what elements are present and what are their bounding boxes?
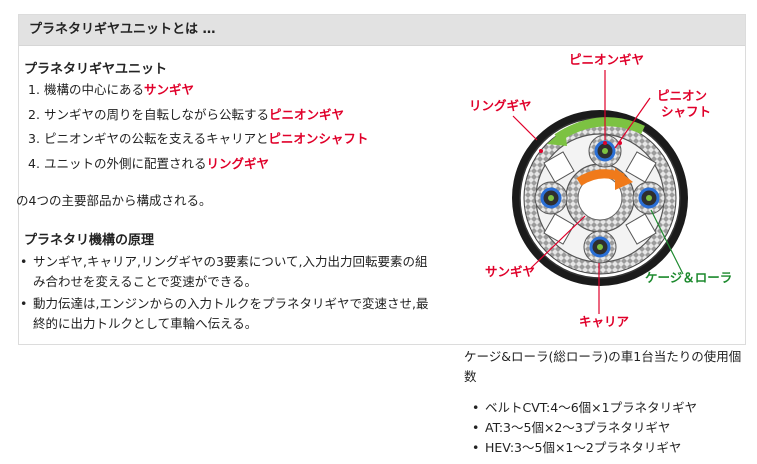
pinion-gear-right xyxy=(632,181,666,215)
principle-heading: プラネタリ機構の原理 xyxy=(24,233,155,248)
label-pinion-shaft-line2: シャフト xyxy=(661,104,712,119)
gear-illustration xyxy=(512,70,688,314)
label-sun-gear: サンギヤ xyxy=(485,264,536,279)
usage-list: ベルトCVT:4〜6個×1プラネタリギヤ AT:3〜5個×2〜3プラネタリギヤ … xyxy=(470,398,697,458)
list-item: サンギヤ,キャリア,リングギヤの3要素について,入力出力回転要素の組み合わせを変… xyxy=(18,252,438,292)
ring-rotation-arrow xyxy=(554,117,645,142)
list-item: 2.サンギヤの周りを自転しながら公転するピニオンギヤ xyxy=(28,106,345,122)
list-item: 4.ユニットの外側に配置されるリングギヤ xyxy=(28,155,270,171)
planetary-gear-diagram: ピニオンギヤ リングギヤ ピニオン シャフト サンギヤ ケージ＆ローラ キャリア xyxy=(465,48,735,340)
principle-list: サンギヤ,キャリア,リングギヤの3要素について,入力出力回転要素の組み合わせを変… xyxy=(18,252,438,336)
list-item: 1.機構の中心にあるサンギヤ xyxy=(28,82,195,97)
list-item: ベルトCVT:4〜6個×1プラネタリギヤ xyxy=(470,398,697,418)
list-item: 動力伝達は,エンジンからの入力トルクをプラネタリギヤで変速させ,最終的に出力トル… xyxy=(18,294,438,334)
label-pinion-gear: ピニオンギヤ xyxy=(569,52,645,67)
label-cage-roller: ケージ＆ローラ xyxy=(645,270,733,285)
label-carrier: キャリア xyxy=(579,314,630,329)
list-item: AT:3〜5個×2〜3プラネタリギヤ xyxy=(470,418,697,438)
usage-caption: ケージ&ローラ(総ローラ)の車1台当たりの使用個数 xyxy=(464,349,742,384)
summary-text: の4つの主要部品から構成される。 xyxy=(16,193,212,208)
pinion-gear-bottom xyxy=(583,230,617,264)
pinion-gear-left xyxy=(534,181,568,215)
list-item: 3.ピニオンギヤの公転を支えるキャリアとピニオンシャフト xyxy=(28,131,369,146)
label-pinion-shaft-line1: ピニオン xyxy=(657,88,708,103)
pinion-gear-top xyxy=(588,134,622,168)
panel-title: プラネタリギヤユニットとは … xyxy=(19,15,745,46)
list-item: HEV:3〜5個×1〜2プラネタリギヤ xyxy=(470,438,697,458)
unit-heading: プラネタリギヤユニット xyxy=(24,62,168,77)
label-ring-gear: リングギヤ xyxy=(469,98,532,113)
components-list: 1.機構の中心にあるサンギヤ 2.サンギヤの周りを自転しながら公転するピニオンギ… xyxy=(28,78,368,176)
